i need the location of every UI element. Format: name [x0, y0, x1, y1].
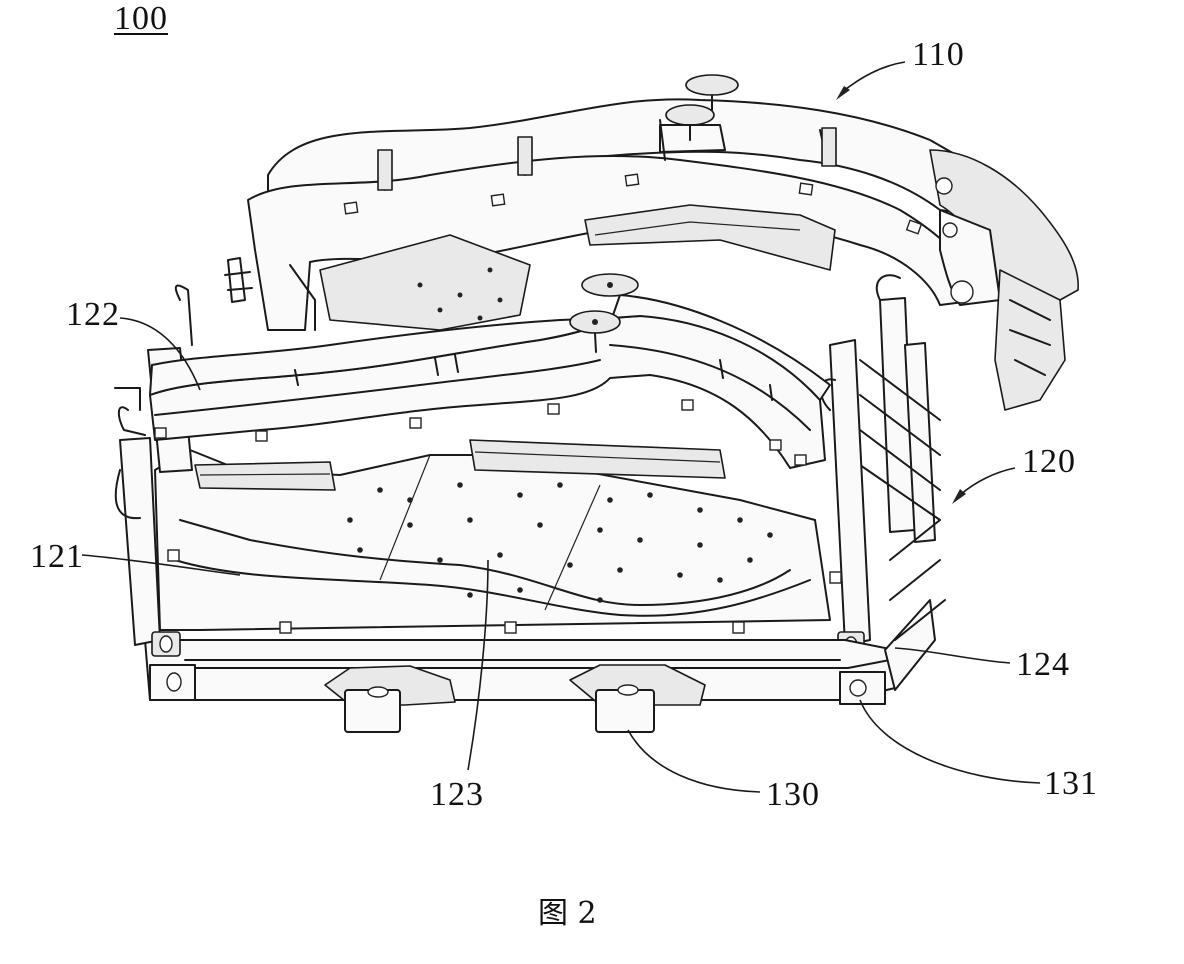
reference-label-130: 130 — [766, 778, 820, 812]
reference-label-110: 110 — [912, 38, 965, 72]
reference-label-124: 124 — [1016, 648, 1070, 682]
reference-label-120: 120 — [1022, 445, 1076, 479]
reference-label-131: 131 — [1044, 767, 1098, 801]
reference-label-121: 121 — [30, 540, 84, 574]
reference-label-123: 123 — [430, 778, 484, 812]
figure-caption: 图 2 — [538, 888, 597, 932]
reference-label-122: 122 — [66, 298, 120, 332]
upper-frame-110 — [225, 75, 1078, 330]
reference-label-100: 100 — [114, 2, 168, 36]
